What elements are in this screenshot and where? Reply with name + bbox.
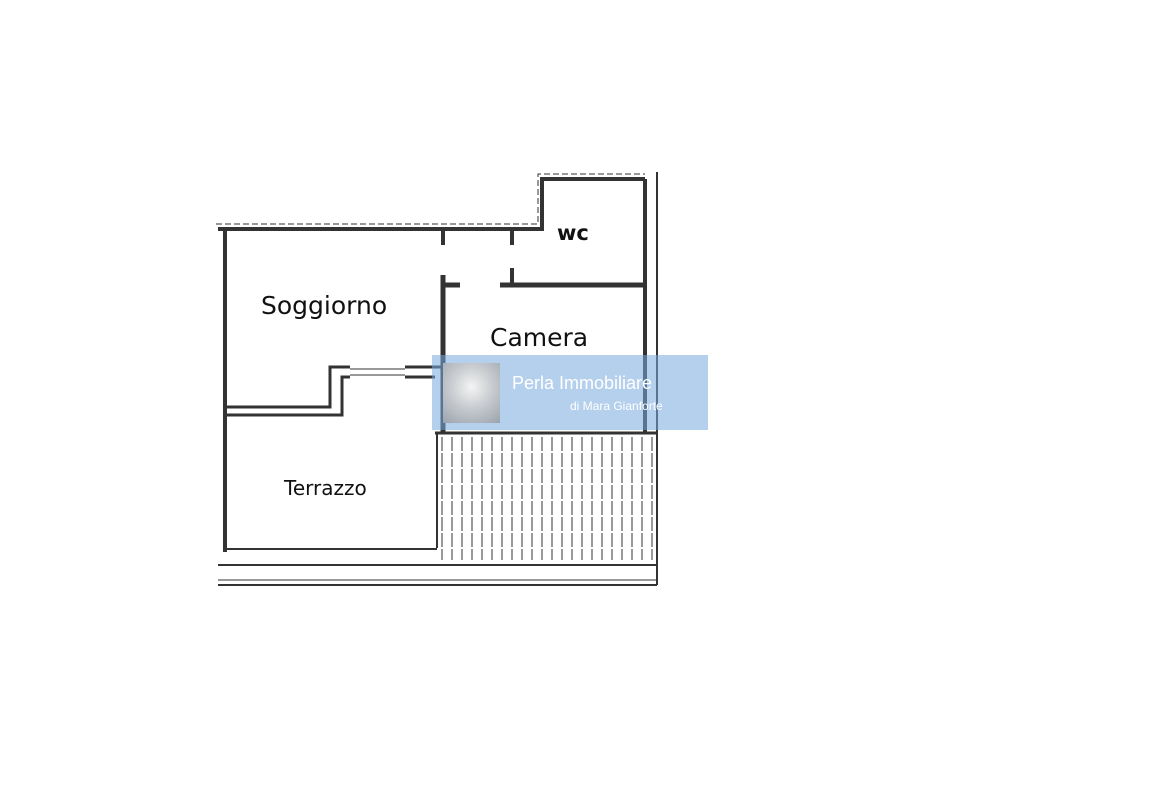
- wall-soggiorno-bottom: [225, 365, 443, 409]
- hatched-area: [441, 437, 653, 560]
- watermark-title: Perla Immobiliare: [512, 373, 653, 393]
- room-label-terrazzo: Terrazzo: [284, 476, 367, 500]
- watermark: Perla Immobiliare di Mara Gianforte: [432, 355, 708, 430]
- watermark-logo: [443, 363, 500, 423]
- room-label-camera: Camera: [490, 323, 589, 352]
- outer-dashed-line: [216, 173, 645, 225]
- window: [350, 368, 405, 376]
- watermark-subtitle: di Mara Gianforte: [570, 399, 663, 413]
- wall-soggiorno-bottom-inner: [225, 375, 435, 417]
- wall-top: [218, 177, 645, 231]
- room-label-wc: wc: [557, 221, 589, 245]
- room-label-soggiorno: Soggiorno: [261, 291, 388, 320]
